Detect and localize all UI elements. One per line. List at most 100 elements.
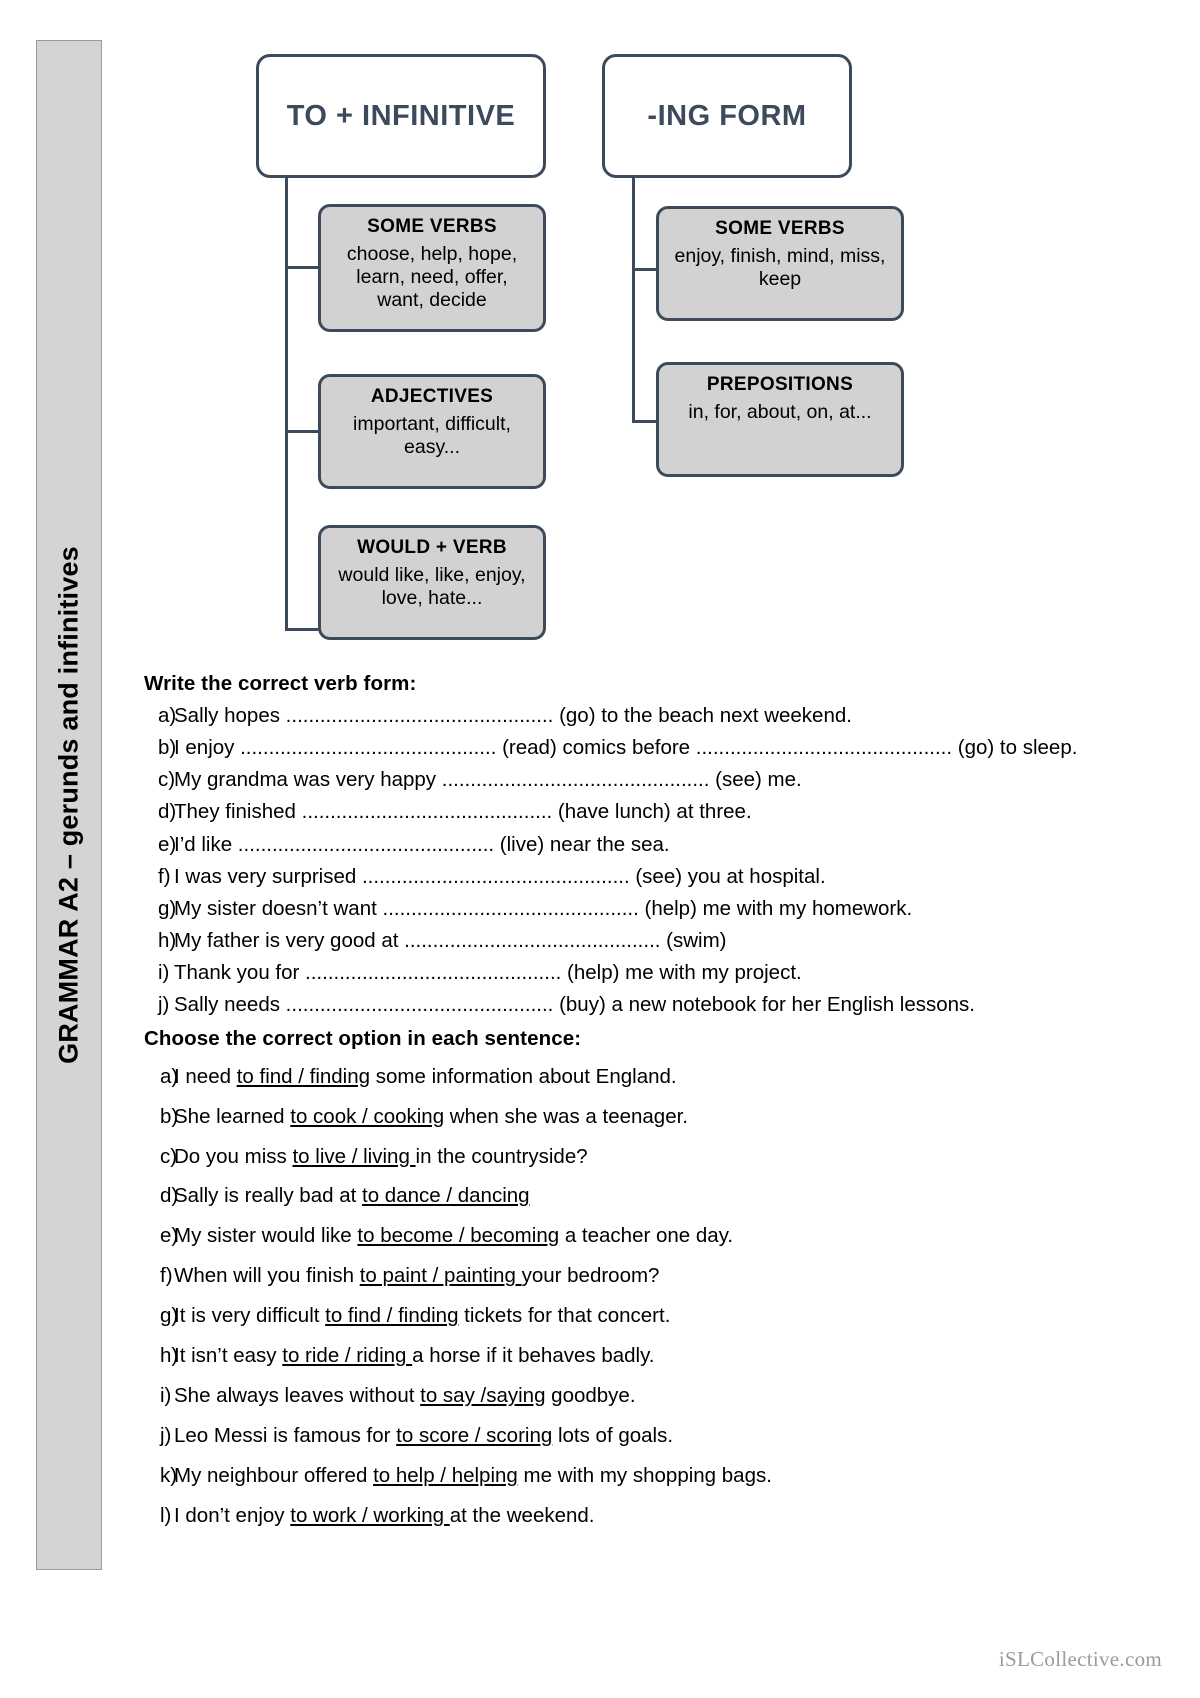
exercise2-item: g)It is very difficult to find / finding… bbox=[140, 1296, 1170, 1336]
item-text: My grandma was very happy ..............… bbox=[174, 768, 802, 792]
box-body: in, for, about, on, at... bbox=[688, 401, 872, 424]
item-marker: l) bbox=[160, 1504, 172, 1528]
connector-right-branch-2 bbox=[632, 420, 659, 423]
exercise2-list: a)I need to find / finding some informat… bbox=[140, 1057, 1170, 1537]
item-marker: k) bbox=[160, 1464, 178, 1488]
exercise2-item: e)My sister would like to become / becom… bbox=[140, 1216, 1170, 1256]
item-text-before: When will you finish bbox=[174, 1264, 360, 1288]
item-text: They finished ..........................… bbox=[174, 800, 752, 824]
item-text: It isn’t easy to ride / riding a horse i… bbox=[174, 1336, 1170, 1376]
connector-left-branch-2 bbox=[285, 430, 321, 433]
item-marker: h) bbox=[158, 929, 177, 953]
item-text-after: a teacher one day. bbox=[559, 1224, 734, 1248]
item-marker: c) bbox=[160, 1144, 178, 1168]
item-text: Sally is really bad at to dance / dancin… bbox=[174, 1176, 1170, 1216]
box-ing-some-verbs: SOME VERBS enjoy, finish, mind, miss, ke… bbox=[656, 206, 904, 321]
box-body: choose, help, hope, learn, need, offer, … bbox=[346, 243, 518, 312]
item-choice-options[interactable]: to ride / riding bbox=[282, 1344, 413, 1368]
worksheet-title: GRAMMAR A2 – gerunds and infinitives bbox=[53, 546, 84, 1064]
item-text-before: She always leaves without bbox=[174, 1384, 421, 1408]
box-infinitive-would-verb: WOULD + VERB would like, like, enjoy, lo… bbox=[318, 525, 546, 640]
item-marker: e) bbox=[160, 1224, 179, 1248]
item-text-before: It is very difficult bbox=[174, 1304, 326, 1328]
item-choice-options[interactable]: to find / finding bbox=[236, 1064, 371, 1088]
item-text: My neighbour offered to help / helping m… bbox=[174, 1456, 1170, 1496]
exercise2-item: h)It isn’t easy to ride / riding a horse… bbox=[140, 1336, 1170, 1376]
exercise2-item: l)I don’t enjoy to work / working at the… bbox=[140, 1496, 1170, 1536]
item-marker: b) bbox=[158, 736, 177, 760]
item-text: I need to find / finding some informatio… bbox=[174, 1057, 1170, 1097]
item-text: When will you finish to paint / painting… bbox=[174, 1256, 1170, 1296]
exercise1-item: a)Sally hopes ..........................… bbox=[140, 700, 1170, 731]
exercise2-item: f)When will you finish to paint / painti… bbox=[140, 1256, 1170, 1296]
item-marker: i) bbox=[160, 1384, 172, 1408]
box-body: enjoy, finish, mind, miss, keep bbox=[674, 245, 886, 291]
item-text-after: me with my shopping bags. bbox=[517, 1464, 772, 1488]
box-infinitive-some-verbs: SOME VERBS choose, help, hope, learn, ne… bbox=[318, 204, 546, 332]
item-text-after: when she was a teenager. bbox=[444, 1104, 688, 1128]
item-text: Sally needs ............................… bbox=[174, 993, 975, 1017]
item-choice-options[interactable]: to score / scoring bbox=[396, 1424, 553, 1448]
item-text: My sister would like to become / becomin… bbox=[174, 1216, 1170, 1256]
exercise2-item: c)Do you miss to live / living in the co… bbox=[140, 1137, 1170, 1177]
item-choice-options[interactable]: to help / helping bbox=[373, 1464, 518, 1488]
exercise2-heading: Choose the correct option in each senten… bbox=[144, 1026, 582, 1050]
item-choice-options[interactable]: to cook / cooking bbox=[290, 1104, 445, 1128]
item-marker: g) bbox=[158, 896, 177, 920]
box-infinitive-adjectives: ADJECTIVES important, difficult, easy... bbox=[318, 374, 546, 489]
item-text-after: some information about England. bbox=[370, 1064, 677, 1088]
item-choice-options[interactable]: to say /saying bbox=[420, 1384, 546, 1408]
box-title: SOME VERBS bbox=[367, 216, 497, 237]
item-marker: h) bbox=[160, 1344, 179, 1368]
item-choice-options[interactable]: to dance / dancing bbox=[362, 1184, 530, 1208]
item-marker: d) bbox=[160, 1184, 179, 1208]
header-box-ing-form: -ING FORM bbox=[602, 54, 852, 178]
item-text: I was very surprised ...................… bbox=[174, 864, 826, 888]
connector-right-branch-1 bbox=[632, 268, 659, 271]
item-text-before: Sally is really bad at bbox=[174, 1184, 363, 1208]
box-title: WOULD + VERB bbox=[357, 537, 507, 558]
item-marker: f) bbox=[160, 1264, 173, 1288]
item-text-before: It isn’t easy bbox=[174, 1344, 283, 1368]
exercise2-item: b)She learned to cook / cooking when she… bbox=[140, 1097, 1170, 1137]
item-choice-options[interactable]: to work / working bbox=[290, 1504, 450, 1528]
box-body: important, difficult, easy... bbox=[353, 413, 511, 459]
exercise1-item: g)My sister doesn’t want ...............… bbox=[140, 893, 1170, 924]
box-title: ADJECTIVES bbox=[370, 386, 494, 407]
connector-left-branch-1 bbox=[285, 266, 321, 269]
exercise1-item: e)I’d like .............................… bbox=[140, 829, 1170, 860]
exercise2-item: k)My neighbour offered to help / helping… bbox=[140, 1456, 1170, 1496]
exercise1-item: f)I was very surprised .................… bbox=[140, 861, 1170, 892]
item-marker: a) bbox=[158, 704, 177, 727]
exercise1-item: c)My grandma was very happy ............… bbox=[140, 764, 1170, 795]
box-ing-prepositions: PREPOSITIONS in, for, about, on, at... bbox=[656, 362, 904, 477]
item-marker: b) bbox=[160, 1104, 179, 1128]
item-text-after: in the countryside? bbox=[415, 1144, 588, 1168]
item-choice-options[interactable]: to find / finding bbox=[325, 1304, 459, 1328]
item-marker: j) bbox=[158, 993, 170, 1017]
item-text: My father is very good at ..............… bbox=[174, 929, 727, 953]
item-text-after: a horse if it behaves badly. bbox=[412, 1344, 655, 1368]
item-marker: c) bbox=[158, 768, 176, 792]
item-marker: i) bbox=[158, 961, 170, 985]
item-text-before: She learned bbox=[174, 1104, 291, 1128]
box-title: PREPOSITIONS bbox=[706, 374, 854, 395]
item-text: My sister doesn’t want .................… bbox=[174, 896, 913, 920]
header-box-to-infinitive-label: TO + INFINITIVE bbox=[286, 99, 516, 132]
item-choice-options[interactable]: to live / living bbox=[292, 1144, 416, 1168]
item-choice-options[interactable]: to become / becoming bbox=[357, 1224, 560, 1248]
exercise1-item: h)My father is very good at ............… bbox=[140, 925, 1170, 956]
item-text-before: My sister would like bbox=[174, 1224, 358, 1248]
item-text: I enjoy ................................… bbox=[174, 736, 1078, 760]
box-body: would like, like, enjoy, love, hate... bbox=[338, 564, 526, 610]
item-choice-options[interactable]: to paint / painting bbox=[359, 1264, 522, 1288]
item-marker: a) bbox=[160, 1064, 179, 1088]
exercise1-item: j)Sally needs ..........................… bbox=[140, 989, 1170, 1020]
item-text-after: goodbye. bbox=[545, 1384, 636, 1408]
item-marker: d) bbox=[158, 800, 177, 824]
connector-left-vertical bbox=[285, 178, 288, 630]
connector-right-vertical bbox=[632, 178, 635, 423]
item-text-before: My neighbour offered bbox=[174, 1464, 374, 1488]
item-marker: g) bbox=[160, 1304, 179, 1328]
